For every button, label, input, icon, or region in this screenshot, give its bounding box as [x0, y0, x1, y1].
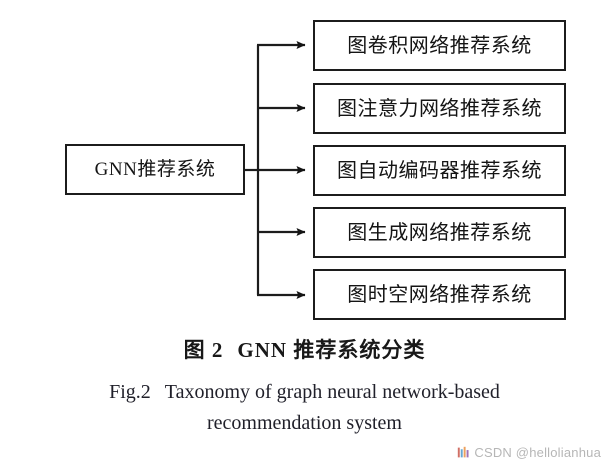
figure-number-english: Fig.2	[109, 381, 151, 403]
node-graph-convolution-recommender: 图卷积网络推荐系统	[313, 20, 566, 71]
node-label: 图时空网络推荐系统	[347, 283, 532, 306]
figure-title-english-line2: recommendation system	[207, 412, 402, 434]
figure-number-chinese: 图 2	[183, 338, 224, 362]
node-label: GNN推荐系统	[94, 159, 216, 180]
node-label: 图卷积网络推荐系统	[347, 34, 532, 57]
node-graph-spatiotemporal-recommender: 图时空网络推荐系统	[313, 269, 566, 320]
taxonomy-diagram: GNN推荐系统 图卷积网络推荐系统 图注意力网络推荐系统 图自动编码器推荐系统 …	[65, 20, 566, 320]
figure-caption-english: Fig.2 Taxonomy of graph neural network-ba…	[0, 377, 609, 439]
node-gnn-recommender-root: GNN推荐系统	[65, 144, 245, 195]
watermark: CSDN @hellolianhua	[457, 446, 601, 460]
node-graph-attention-recommender: 图注意力网络推荐系统	[313, 83, 566, 134]
node-graph-autoencoder-recommender: 图自动编码器推荐系统	[313, 145, 566, 196]
node-label: 图自动编码器推荐系统	[337, 159, 542, 182]
figure-caption-chinese: 图 2 GNN 推荐系统分类	[0, 334, 609, 364]
node-label: 图生成网络推荐系统	[347, 221, 532, 244]
figure-caption-english-line1: Fig.2 Taxonomy of graph neural network-ba…	[0, 377, 609, 408]
watermark-text: CSDN @hellolianhua	[474, 445, 601, 460]
connector-lines	[245, 41, 306, 299]
figure-title-english-line1: Taxonomy of graph neural network-based	[164, 381, 500, 403]
csdn-logo-icon	[458, 446, 469, 458]
node-label: 图注意力网络推荐系统	[337, 97, 542, 120]
figure-title-chinese: GNN 推荐系统分类	[237, 338, 426, 362]
node-graph-generative-recommender: 图生成网络推荐系统	[313, 207, 566, 258]
